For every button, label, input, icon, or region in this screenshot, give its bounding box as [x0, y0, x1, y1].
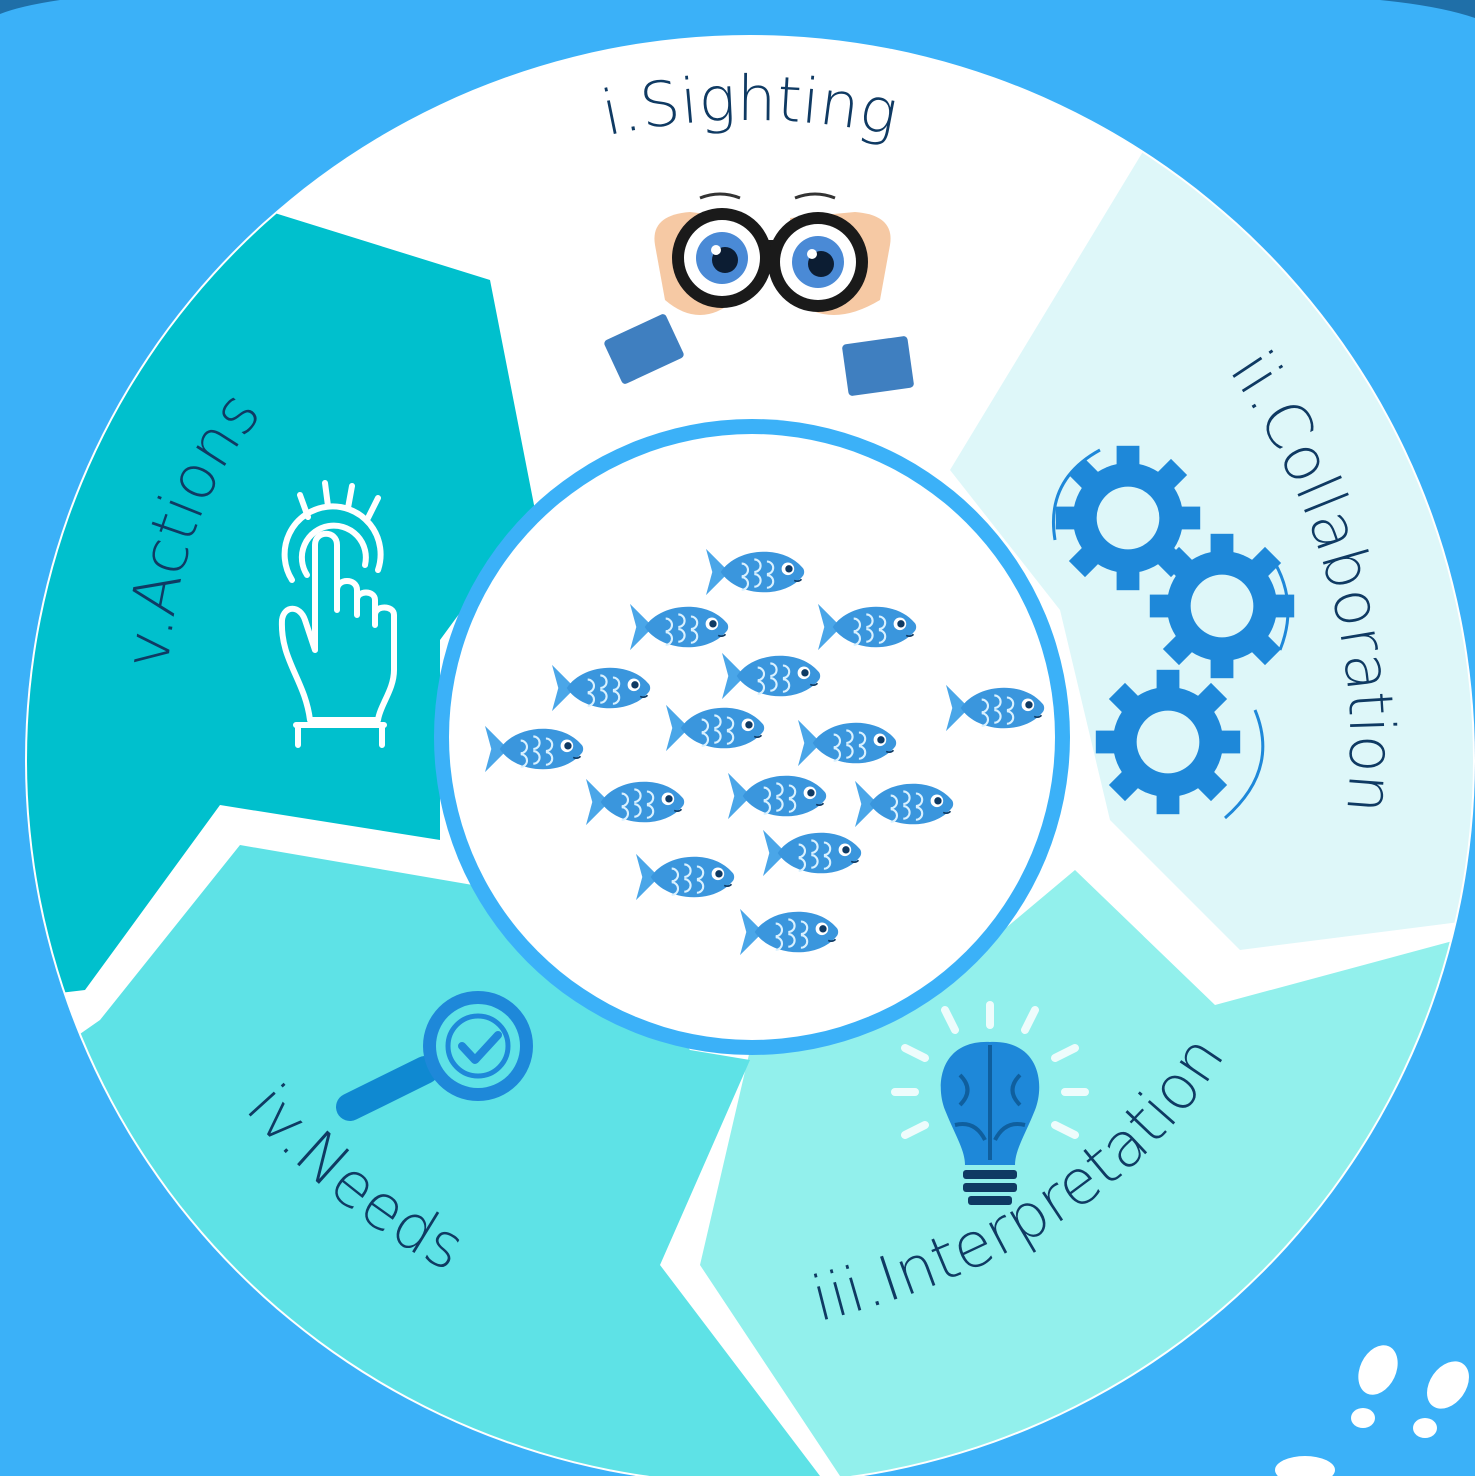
lightbulb-brain-icon — [891, 1001, 1089, 1205]
corner-shade-left — [0, 0, 60, 14]
touch-hand-icon — [278, 480, 397, 748]
binoculars-icon — [604, 192, 914, 396]
footprints-icon — [1275, 1345, 1469, 1476]
magnifier-check-icon — [336, 991, 533, 1121]
corner-shade — [1380, 0, 1475, 18]
gears-icon — [1052, 445, 1295, 820]
segment-actions — [27, 210, 535, 1000]
